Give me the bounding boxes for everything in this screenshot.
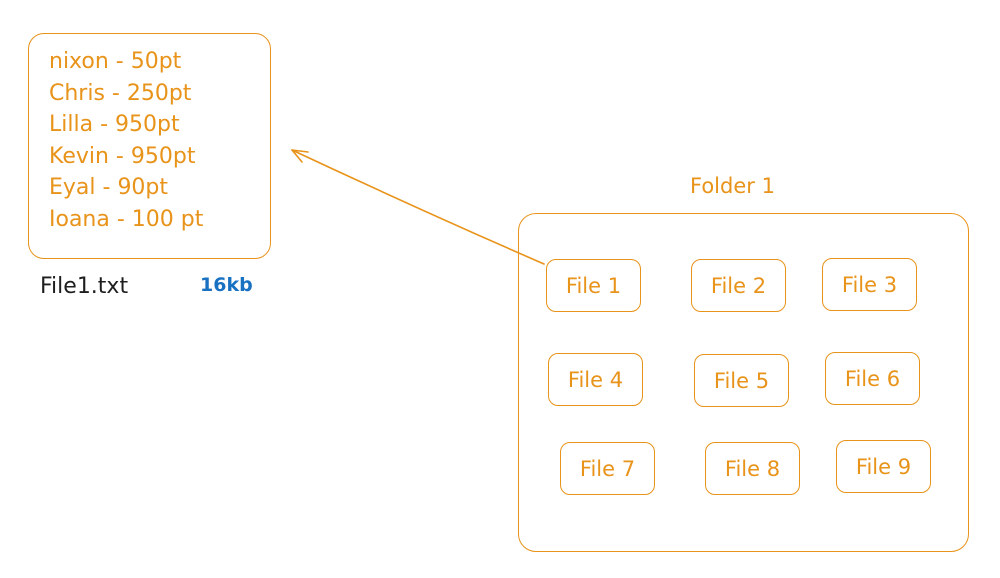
file-size-label: 16kb <box>200 274 253 296</box>
file-content-box: nixon - 50pt Chris - 250pt Lilla - 950pt… <box>28 33 271 259</box>
file-7-tile[interactable]: File 7 <box>560 442 655 495</box>
file-2-tile[interactable]: File 2 <box>691 259 786 312</box>
content-line: Chris - 250pt <box>49 80 192 106</box>
content-line: Ioana - 100 pt <box>49 206 204 232</box>
content-line: Lilla - 950pt <box>49 112 180 137</box>
file-8-tile[interactable]: File 8 <box>705 442 800 495</box>
file-4-tile[interactable]: File 4 <box>548 353 643 406</box>
file-name-label: File1.txt <box>40 274 129 299</box>
file-1-tile[interactable]: File 1 <box>546 259 641 312</box>
content-line: nixon - 50pt <box>49 49 182 74</box>
folder-title: Folder 1 <box>690 174 775 198</box>
file-3-tile[interactable]: File 3 <box>822 258 917 311</box>
file-9-tile[interactable]: File 9 <box>836 440 931 493</box>
file-6-tile[interactable]: File 6 <box>825 352 920 405</box>
content-line: Eyal - 90pt <box>49 175 169 200</box>
content-line: Kevin - 950pt <box>49 143 196 169</box>
folder-box <box>518 213 969 552</box>
file-5-tile[interactable]: File 5 <box>694 354 789 407</box>
